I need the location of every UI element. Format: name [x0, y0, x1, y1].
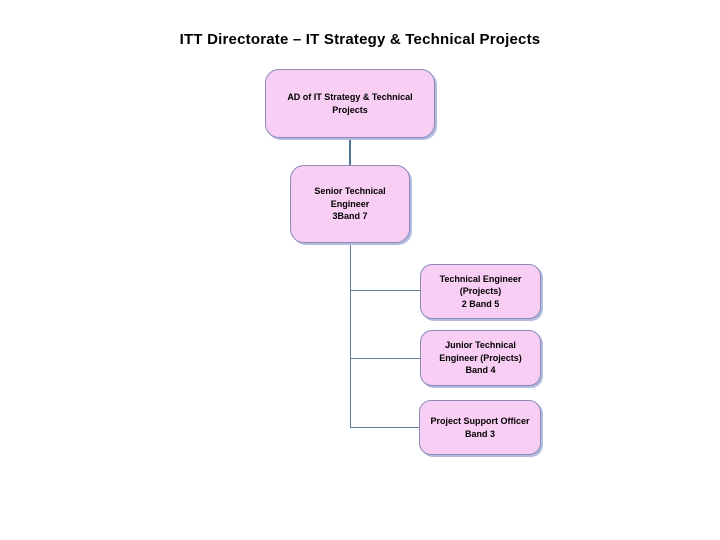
org-node-junior-technical-engineer: Junior Technical Engineer (Projects) Ban… [420, 330, 541, 386]
connector-ad-to-senior [349, 138, 351, 166]
org-node-label-line: Technical Engineer [439, 273, 522, 284]
connector-senior-trunk [350, 243, 351, 428]
org-node-label-line: Project Support Officer [430, 416, 530, 426]
org-node-technical-engineer: Technical Engineer (Projects) 2 Band 5 [420, 264, 541, 319]
org-node-label-line: Engineer (Projects) [439, 352, 522, 363]
connector-branch-technical-engineer [350, 290, 420, 291]
org-node-label-line: Engineer [330, 198, 370, 209]
org-node-label-line: Junior Technical [445, 340, 516, 351]
org-node-label-line: (Projects) [459, 286, 502, 297]
connector-branch-project-support-officer [350, 427, 419, 428]
org-node-senior-technical-engineer: Senior Technical Engineer 3Band 7 [290, 165, 410, 243]
org-node-label-line: Senior Technical [314, 186, 386, 197]
org-node-label-line: 3Band 7 [332, 211, 368, 222]
org-node-label-line: Band 3 [464, 428, 495, 439]
org-node-label-line: Band 4 [465, 365, 496, 376]
org-node-label-line: AD of IT Strategy & Technical [287, 92, 413, 102]
connector-branch-junior-technical-engineer [350, 358, 420, 359]
org-node-project-support-officer: Project Support Officer Band 3 [419, 400, 541, 455]
org-node-label-line: Projects [332, 104, 368, 115]
org-node-ad-of-it-strategy: AD of IT Strategy & Technical Projects [265, 69, 435, 138]
page-title: ITT Directorate – IT Strategy & Technica… [179, 31, 541, 48]
org-node-label-line: 2 Band 5 [461, 298, 500, 309]
